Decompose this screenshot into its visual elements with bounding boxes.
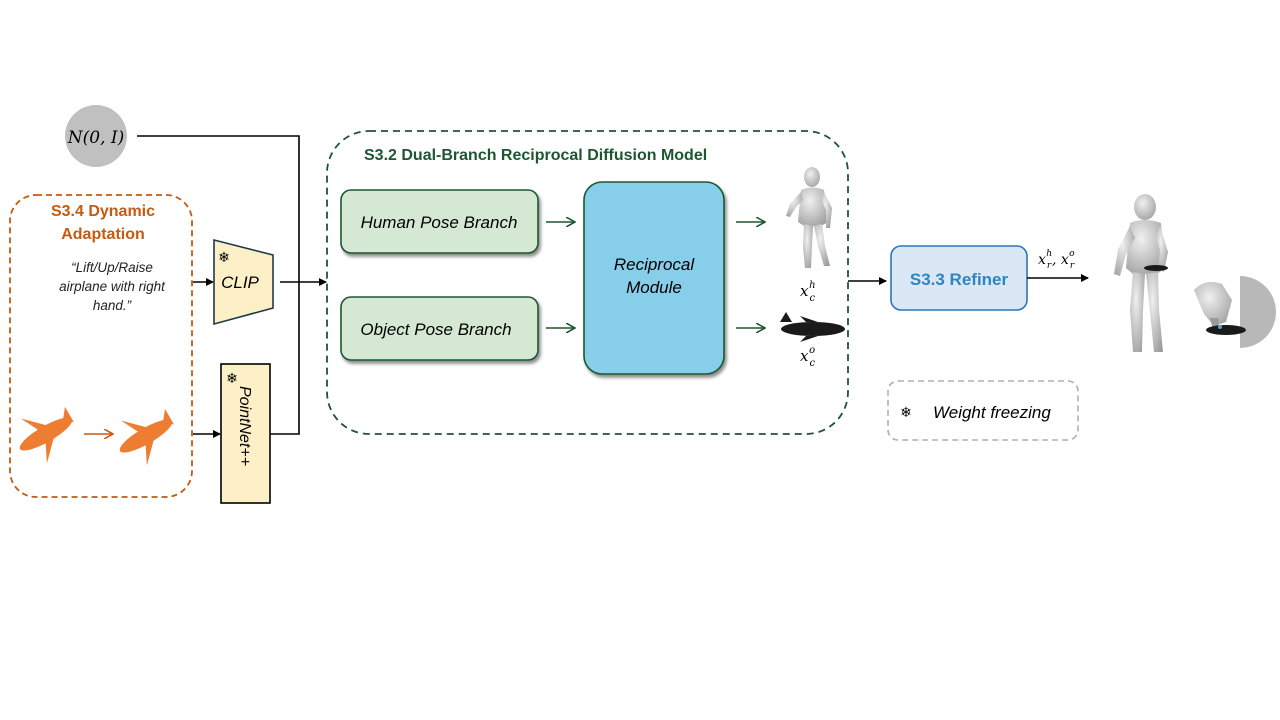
airplane-pointcloud-icon [19,406,74,464]
noise-label: N(0, I) [67,128,124,148]
refined-human-icon [1114,194,1168,352]
object-pose-branch-label: Object Pose Branch [360,320,511,339]
noise-input: N(0, I) [65,105,127,167]
pointnet-encoder: ❄ PointNet++ [220,363,271,504]
reciprocal-module-label-2: Module [626,278,682,297]
refined-output-symbol: xrh, xro [1038,249,1075,271]
legend-border [887,380,1079,441]
object-pose-branch [340,296,539,361]
legend: ❄ Weight freezing [887,380,1079,441]
diffusion-model-title: S3.2 Dual-Branch Reciprocal Diffusion Mo… [364,147,707,164]
clip-label: CLIP [221,273,259,292]
prompt-text-1: “Lift/Up/Raise [71,260,153,275]
clip-shape [213,238,274,326]
pointnet-label: PointNet++ [236,386,253,466]
dynamic-adaptation-border [9,194,193,498]
airplane-transformed-icon [119,408,174,466]
human-pose-branch [340,189,539,254]
refiner: S3.3 Refiner [890,245,1028,311]
clip-encoder: ❄ CLIP [213,238,274,326]
object-output-symbol: xco [800,345,815,369]
hand-closeup-icon [1194,276,1276,348]
snowflake-icon: ❄ [900,405,912,421]
dynamic-adaptation-title: S3.4 Dynamic [51,203,155,220]
reciprocal-module-label-1: Reciprocal [614,255,696,274]
human-pose-branch-label: Human Pose Branch [361,213,518,232]
human-output-symbol: xch [800,280,816,304]
reciprocal-module [583,181,725,375]
diffusion-model-panel: S3.2 Dual-Branch Reciprocal Diffusion Mo… [326,130,849,435]
held-object-icon [1144,265,1168,271]
snowflake-icon: ❄ [226,371,238,387]
noise-circle [65,105,127,167]
dynamic-adaptation-panel: S3.4 Dynamic Adaptation “Lift/Up/Raise a… [9,194,193,498]
prompt-text-2: airplane with right [59,279,166,294]
object-mesh-icon [780,312,845,342]
prompt-text-3: hand.” [93,298,132,313]
legend-label: Weight freezing [933,403,1051,422]
snowflake-icon: ❄ [218,250,230,266]
diffusion-model-border [326,130,849,435]
human-mesh-icon [786,167,832,268]
pointnet-box [220,363,271,504]
dynamic-adaptation-title-2: Adaptation [61,226,145,243]
pointnet-connector [270,282,300,435]
refiner-label: S3.3 Refiner [910,270,1009,289]
noise-connector [137,135,300,282]
